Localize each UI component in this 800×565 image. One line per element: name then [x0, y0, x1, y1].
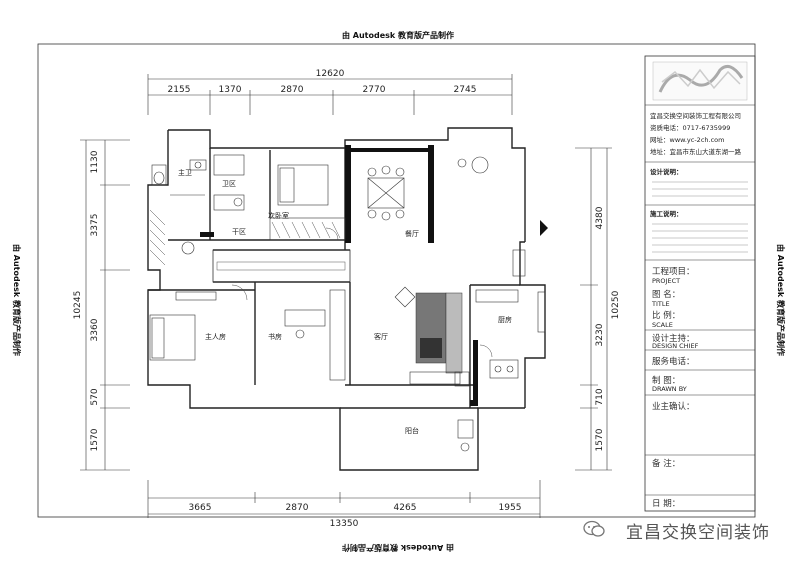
drawing-name-label: 图 名： [652, 289, 680, 300]
corridor-band-inner [216, 261, 346, 271]
dining-table [367, 165, 405, 221]
watermark-top: 由 Autodesk 教育版产品制作 [342, 30, 454, 40]
room-label-living: 客厅 [374, 332, 388, 341]
notes-title: 施工说明： [650, 209, 683, 218]
wardrobe-hatch [271, 221, 341, 239]
company-name: 宜昌交换空间装饰工程有限公司 [650, 111, 741, 120]
dim-bottom-total: 13350 [330, 519, 359, 529]
dim-top-4: 2770 [363, 85, 386, 95]
dim-top-total: 12620 [316, 69, 345, 79]
remarks-label: 备 注： [652, 458, 680, 469]
dim-right-2: 3230 [595, 323, 605, 346]
dim-bottom-4: 1955 [499, 503, 522, 513]
drawing-name-label-en: TITLE [651, 300, 670, 308]
designer-label: 设计主持： [652, 333, 695, 344]
dim-left-5: 1570 [90, 428, 100, 451]
notes-lines [652, 223, 748, 253]
master-bath-fixtures [151, 159, 207, 196]
project-label: 工程项目： [652, 267, 695, 277]
service-phone-label: 服务电话： [652, 356, 695, 367]
structural-columns [200, 145, 478, 406]
dim-left-1: 1130 [90, 150, 100, 173]
dim-left-4: 570 [90, 388, 100, 405]
dim-left-total: 10245 [73, 291, 83, 320]
room-label-master-bath: 主卫 [178, 168, 192, 177]
scale-label-en: SCALE [652, 321, 673, 329]
owner-confirm-label: 业主确认： [652, 401, 695, 412]
left-dimension-lines [80, 139, 130, 471]
dim-top-2: 1370 [219, 85, 242, 95]
date-label: 日 期： [652, 499, 680, 509]
dim-right-1: 4380 [595, 206, 605, 229]
watermark-right: 由 Autodesk 教育版产品制作 [776, 244, 786, 356]
entrance-arrow-icon [540, 220, 548, 236]
dim-bottom-1: 3665 [189, 503, 212, 513]
balcony-fixtures [457, 419, 474, 452]
dim-left-3: 3360 [90, 318, 100, 341]
room-label-dining: 餐厅 [405, 229, 419, 238]
top-dimension-lines [147, 74, 513, 115]
plant-icon [181, 241, 195, 255]
living-furniture [394, 286, 470, 387]
dim-right-3: 710 [595, 388, 605, 405]
room-label-study: 书房 [268, 332, 282, 341]
company-address: 地址：宜昌市东山大道东湖一路 [650, 147, 742, 156]
scale-label: 比 例： [652, 310, 680, 321]
right-dimension-lines [575, 147, 612, 471]
room-label-dry-zone: 干区 [232, 228, 246, 236]
drafter-label-en: DRAWN BY [652, 385, 687, 393]
dim-bottom-2: 2870 [286, 503, 309, 513]
dim-right-4: 1570 [595, 428, 605, 451]
room-label-second-bedroom: 次卧室 [268, 211, 289, 220]
second-bedroom-furniture [269, 164, 346, 241]
master-bedroom-furniture [149, 291, 217, 361]
entry-furniture [457, 156, 526, 277]
dim-right-total: 10250 [611, 290, 621, 319]
footer-brand: 宜昌交换空间装饰 [626, 523, 770, 543]
dim-left-2: 3375 [90, 214, 100, 237]
dim-bottom-3: 4265 [394, 503, 417, 513]
study-furniture [284, 289, 346, 381]
designer-label-en: DESIGN CHIEF [652, 342, 699, 350]
company-phone: 资质电话：0717-6735999 [650, 123, 730, 132]
watermark-bottom: 由 Autodesk 教育版产品制作 [342, 543, 454, 553]
bottom-dimension-lines [147, 480, 541, 518]
watermark-left: 由 Autodesk 教育版产品制作 [12, 244, 22, 356]
room-label-kitchen: 厨房 [498, 315, 512, 324]
room-label-master-bedroom: 主人房 [205, 332, 226, 341]
drafter-label: 制 图： [652, 375, 680, 386]
kitchen-fixtures [475, 289, 546, 379]
room-label-bath: 卫区 [222, 180, 236, 188]
project-label-en: PROJECT [652, 277, 680, 285]
design-notes-title: 设计说明： [650, 167, 683, 176]
closet-hatch [149, 209, 166, 266]
wechat-brand-icon [583, 520, 605, 537]
company-website: 网址：www.yc-2ch.com [650, 135, 724, 144]
bath-zone-fixtures [213, 154, 245, 211]
corridor-band [212, 249, 351, 283]
dim-top-1: 2155 [168, 85, 191, 95]
company-logo-icon [658, 64, 744, 93]
design-notes-lines [652, 181, 748, 197]
drawing-frame [37, 43, 756, 518]
title-block [644, 55, 756, 512]
dim-top-3: 2870 [281, 85, 304, 95]
door-swings [231, 227, 493, 358]
room-label-balcony: 阳台 [405, 426, 419, 435]
dim-top-5: 2745 [454, 85, 477, 95]
